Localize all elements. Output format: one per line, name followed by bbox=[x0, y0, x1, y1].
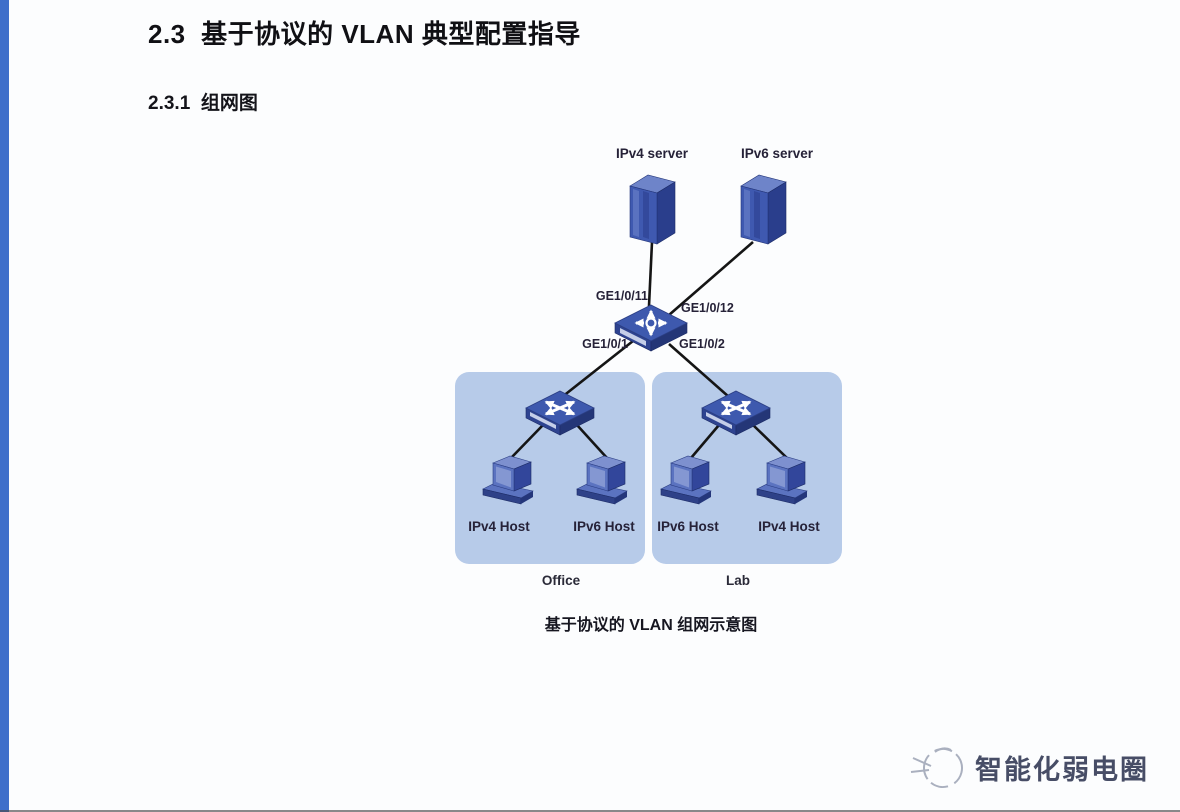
lab-group-label: Lab bbox=[725, 573, 751, 588]
ipv4-server-icon bbox=[629, 174, 676, 245]
ipv6-server-icon bbox=[740, 174, 787, 245]
link-office-ipv4host bbox=[510, 424, 544, 459]
port-label-ge1-0-1: GE1/0/1 bbox=[582, 337, 628, 351]
port-label-ge1-0-12: GE1/0/12 bbox=[681, 301, 734, 315]
link-office-ipv6host bbox=[576, 424, 608, 459]
office-ipv6-host-icon bbox=[576, 455, 628, 505]
watermark: 智能化弱电圈 bbox=[905, 736, 1175, 798]
port-label-ge1-0-2: GE1/0/2 bbox=[679, 337, 725, 351]
office-switch-icon bbox=[526, 391, 594, 435]
subsection-title: 2.3.1 组网图 bbox=[148, 93, 258, 114]
figure-caption: 基于协议的 VLAN 组网示意图 bbox=[544, 617, 758, 634]
bird-sketch-icon bbox=[910, 747, 963, 788]
section-title: 2.3 基于协议的 VLAN 典型配置指导 bbox=[148, 19, 581, 49]
watermark-text: 智能化弱电圈 bbox=[975, 755, 1149, 785]
lab-ipv4-host-label: IPv4 Host bbox=[758, 519, 820, 534]
link-core-lab-switch bbox=[668, 343, 730, 398]
link-ipv4server-core bbox=[647, 241, 654, 307]
lab-group-box bbox=[652, 372, 842, 564]
office-ipv4-host-icon bbox=[482, 455, 534, 505]
office-group-label: Office bbox=[541, 573, 581, 588]
lab-ipv6-host-label: IPv6 Host bbox=[657, 519, 719, 534]
lab-ipv4-host-icon bbox=[756, 455, 808, 505]
office-ipv4-host-label: IPv4 Host bbox=[468, 519, 530, 534]
office-ipv6-host-label: IPv6 Host bbox=[573, 519, 635, 534]
link-lab-ipv4host bbox=[752, 424, 788, 459]
ipv4-server-label: IPv4 server bbox=[615, 146, 689, 161]
link-lines bbox=[510, 241, 788, 459]
link-lab-ipv6host bbox=[690, 424, 720, 459]
ipv6-server-label: IPv6 server bbox=[740, 146, 814, 161]
lab-switch-icon bbox=[702, 391, 770, 435]
office-group-box bbox=[455, 372, 645, 564]
port-label-ge1-0-11: GE1/0/11 bbox=[595, 289, 648, 303]
left-accent-bar bbox=[0, 0, 9, 812]
bottom-edge-line bbox=[0, 810, 1180, 812]
lab-ipv6-host-icon bbox=[660, 455, 712, 505]
